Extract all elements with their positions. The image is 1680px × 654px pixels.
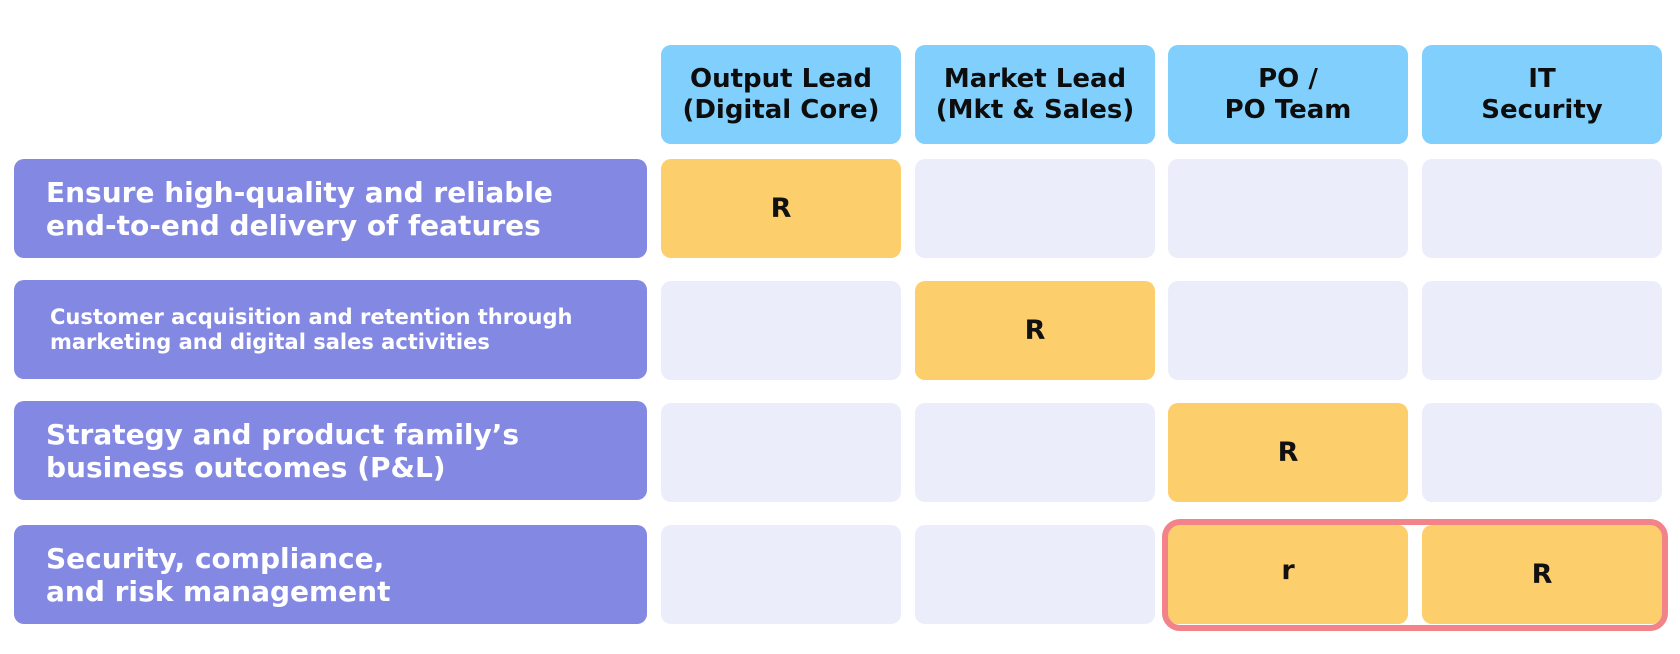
- column-header-label: PO / PO Team: [1224, 63, 1352, 125]
- matrix-cell-r1-it-security: [1422, 159, 1662, 258]
- row-label-text: Security, compliance, and risk managemen…: [46, 541, 391, 608]
- matrix-cell-r3-po-team: R: [1168, 403, 1408, 502]
- column-header-po-team: PO / PO Team: [1168, 45, 1408, 144]
- row-label-strategy: Strategy and product family’s business o…: [14, 401, 647, 500]
- responsibility-mark: R: [1024, 315, 1046, 346]
- row-label-customer-acquisition: Customer acquisition and retention throu…: [14, 280, 647, 379]
- responsibility-mark: R: [1277, 437, 1299, 468]
- responsibility-mark: r: [1281, 555, 1295, 586]
- matrix-cell-r1-market-lead: [915, 159, 1155, 258]
- row-label-text: Ensure high-quality and reliable end-to-…: [46, 175, 553, 242]
- matrix-cell-r3-output-lead: [661, 403, 901, 502]
- row-label-security-compliance: Security, compliance, and risk managemen…: [14, 525, 647, 624]
- matrix-cell-r4-po-team: r: [1168, 525, 1408, 624]
- column-header-market-lead: Market Lead (Mkt & Sales): [915, 45, 1155, 144]
- matrix-cell-r2-market-lead: R: [915, 281, 1155, 380]
- matrix-cell-r2-it-security: [1422, 281, 1662, 380]
- column-header-label: Output Lead (Digital Core): [682, 63, 880, 125]
- matrix-cell-r2-po-team: [1168, 281, 1408, 380]
- matrix-cell-r3-market-lead: [915, 403, 1155, 502]
- column-header-output-lead: Output Lead (Digital Core): [661, 45, 901, 144]
- matrix-cell-r4-output-lead: [661, 525, 901, 624]
- matrix-cell-r3-it-security: [1422, 403, 1662, 502]
- responsibility-mark: R: [1531, 559, 1553, 590]
- column-header-label: IT Security: [1481, 63, 1603, 125]
- column-header-it-security: IT Security: [1422, 45, 1662, 144]
- matrix-cell-r2-output-lead: [661, 281, 901, 380]
- matrix-cell-r1-output-lead: R: [661, 159, 901, 258]
- row-label-text: Customer acquisition and retention throu…: [50, 304, 573, 354]
- responsibility-mark: R: [770, 193, 792, 224]
- matrix-cell-r4-it-security: R: [1422, 525, 1662, 624]
- matrix-cell-r1-po-team: [1168, 159, 1408, 258]
- row-label-text: Strategy and product family’s business o…: [46, 417, 520, 484]
- column-header-label: Market Lead (Mkt & Sales): [935, 63, 1135, 125]
- matrix-cell-r4-market-lead: [915, 525, 1155, 624]
- row-label-delivery: Ensure high-quality and reliable end-to-…: [14, 159, 647, 258]
